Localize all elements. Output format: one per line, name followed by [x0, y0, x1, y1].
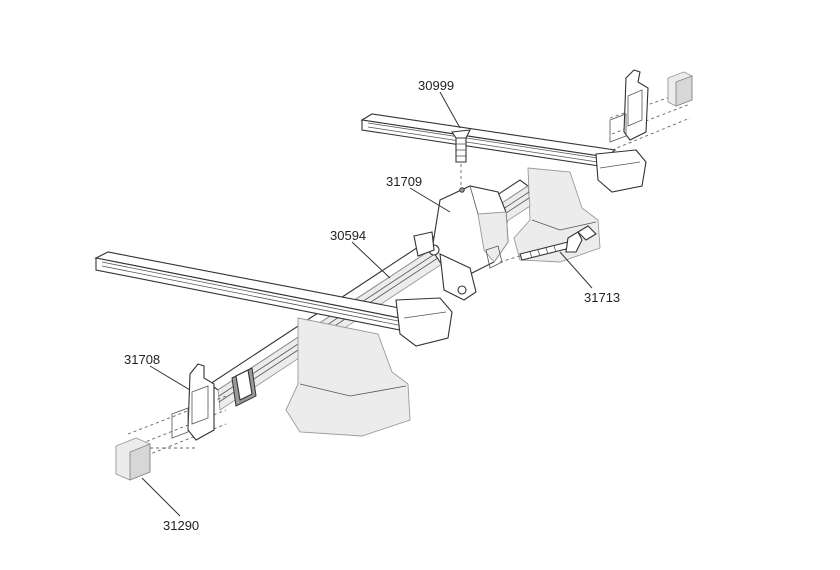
- rear-bracket-clip-top: [609, 69, 649, 143]
- front-bracket-clip: [171, 363, 215, 441]
- part-number-31709: 31709: [386, 174, 422, 189]
- clamp-body: [413, 185, 509, 301]
- part-number-31290: 31290: [163, 518, 199, 533]
- front-end-cap: [115, 437, 151, 481]
- bolt: [499, 225, 597, 263]
- part-number-30594: 30594: [330, 228, 366, 243]
- part-number-30999: 30999: [418, 78, 454, 93]
- leader-lines: [141, 91, 593, 517]
- front-foot: [285, 297, 453, 437]
- part-number-31708: 31708: [124, 352, 160, 367]
- part-number-31713: 31713: [584, 290, 620, 305]
- rear-roof-bar: [360, 113, 617, 168]
- screw: [451, 129, 471, 188]
- rear-end-cap-top: [667, 71, 693, 107]
